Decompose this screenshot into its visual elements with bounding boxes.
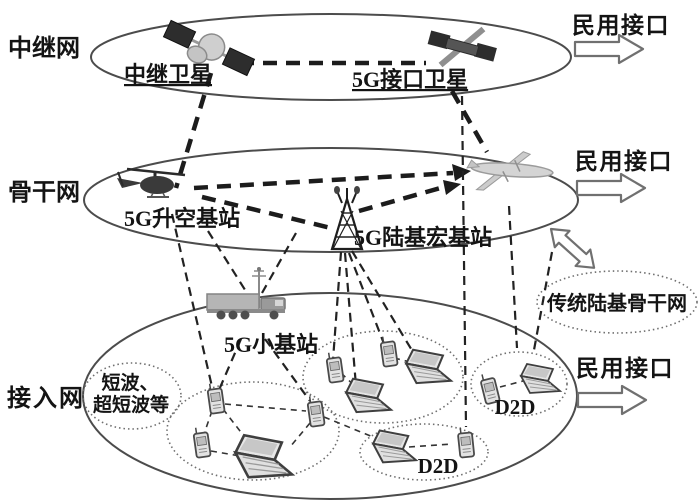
shortwave-label-line2: 超短波等 <box>92 393 169 416</box>
tower-beam-2 <box>343 252 358 387</box>
shortwave-group-ellipse <box>82 362 182 430</box>
ground-macro-base-label: 5G陆基宏基站 <box>354 225 492 250</box>
helicopter-icon <box>117 167 186 198</box>
d2d-label-bottom: D2D <box>418 454 459 478</box>
tower-beam-3 <box>347 252 388 350</box>
link-helicopter-to-uav <box>193 170 454 191</box>
arrowhead-to-uav-upper <box>452 164 471 181</box>
d2d-link <box>210 450 241 457</box>
link-truck-to-phone1 <box>217 338 243 391</box>
access-links <box>207 230 420 402</box>
cluster-bottom-left-ellipse <box>166 381 340 481</box>
traditional-backbone-ellipse <box>536 270 698 334</box>
phone-icon <box>305 394 326 428</box>
link-relay-sat-to-helicopter <box>173 72 214 189</box>
aerial-base-label: 5G升空基站 <box>124 206 240 231</box>
d2d-link <box>323 416 379 440</box>
d2d-link <box>499 380 524 388</box>
shortwave-label-line1: 短波、 <box>101 371 158 394</box>
traditional-backbone-label: 传统陆基骨干网 <box>546 291 687 315</box>
civil-interface-arrow-bottom <box>576 384 648 416</box>
laptop-icon <box>405 348 453 385</box>
civil-interface-label-middle: 民用接口 <box>575 149 673 174</box>
link-interface-sat-to-uav <box>450 89 489 154</box>
link-helicopter-down <box>170 213 215 392</box>
phone-icon <box>324 350 345 384</box>
backbone-layer-label: 骨干网 <box>8 180 80 206</box>
d2d-link <box>393 357 419 365</box>
civil-interface-arrow-top <box>573 33 645 65</box>
d2d-link <box>224 403 307 412</box>
small-base-station-truck-icon <box>206 267 286 320</box>
relay-layer-label: 中继网 <box>8 34 80 62</box>
laptop-icon <box>520 363 561 394</box>
cluster-d2d-right-ellipse <box>470 351 568 417</box>
link-tower-to-uav <box>358 184 445 214</box>
backbone-links <box>173 60 489 231</box>
arrowhead-to-uav-lower <box>443 180 461 195</box>
device-links <box>203 357 524 457</box>
interface-satellite-label: 5G接口卫星 <box>352 67 468 92</box>
relay-satellite-icon <box>162 19 256 77</box>
relay-satellite-label: 中继卫星 <box>124 62 212 87</box>
d2d-link <box>340 372 360 391</box>
d2d-link <box>203 410 213 435</box>
access-layer-label: 接入网 <box>7 385 85 412</box>
tower-beam-4 <box>351 250 420 363</box>
civil-interface-label-top: 民用接口 <box>572 13 670 38</box>
macro-base-station-tower-icon <box>330 186 364 251</box>
link-to-truck-right <box>261 232 297 294</box>
phone-icon <box>205 381 226 415</box>
phone-icon <box>191 425 212 459</box>
laptop-icon <box>345 377 393 414</box>
link-interface-sat-down <box>460 95 468 428</box>
civil-interface-label-bottom: 民用接口 <box>576 356 674 381</box>
cluster-middle-ellipse <box>302 330 464 424</box>
traditional-backbone-double-arrow <box>549 227 596 269</box>
phone-icon <box>378 334 399 368</box>
link-truck-to-phone3 <box>264 338 311 402</box>
laptop-icon <box>234 433 294 479</box>
backbone-network-ellipse <box>83 147 579 253</box>
small-base-label: 5G小基站 <box>224 332 318 357</box>
vertical-links <box>170 95 554 428</box>
phone-icon <box>456 425 476 459</box>
link-to-truck-left <box>207 230 248 294</box>
tower-beam-1 <box>331 251 343 361</box>
d2d-label-right: D2D <box>495 395 536 419</box>
uav-airplane-icon <box>466 151 554 191</box>
relay-network-ellipse <box>90 13 572 101</box>
interface-satellite-icon <box>427 26 497 68</box>
civil-interface-arrow-middle <box>575 172 647 204</box>
d2d-link <box>289 422 311 448</box>
cluster-d2d-bottom-ellipse <box>359 423 489 481</box>
d2d-link <box>408 443 453 448</box>
link-backbone-right-down <box>532 251 554 351</box>
link-uav-down <box>507 205 519 349</box>
